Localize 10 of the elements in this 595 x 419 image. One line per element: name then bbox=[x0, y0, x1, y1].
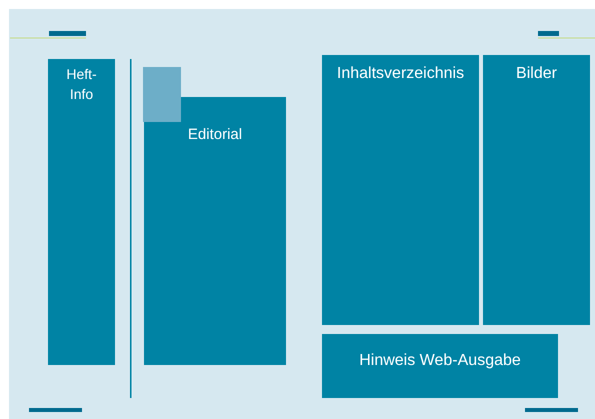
layout-block bbox=[322, 334, 558, 398]
block-label: Hinweis Web-Ausgabe bbox=[358, 351, 522, 371]
block-label: Inhaltsverzeichnis bbox=[336, 64, 466, 84]
layout-block bbox=[483, 55, 590, 325]
block-label: Editorial bbox=[186, 125, 244, 145]
block-label: Heft- Info bbox=[65, 65, 98, 104]
layout-block bbox=[48, 59, 115, 365]
block-label: Bilder bbox=[515, 64, 558, 84]
layout-block bbox=[144, 97, 286, 365]
layout-block bbox=[322, 55, 479, 325]
